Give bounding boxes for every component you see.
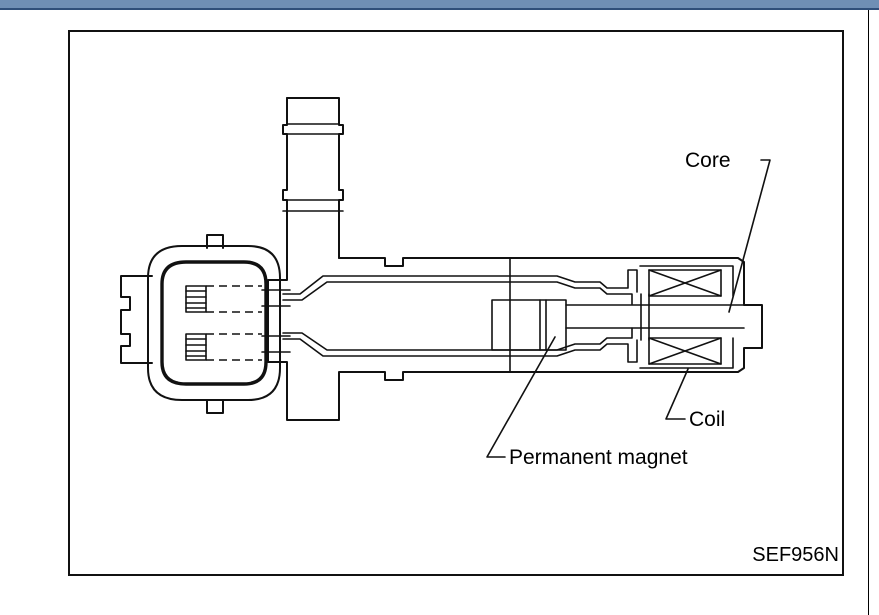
coil-label: Coil	[689, 408, 725, 431]
top-band	[0, 0, 879, 10]
right-rule	[868, 10, 869, 615]
figure-frame	[68, 30, 844, 576]
leader-lines	[486, 159, 771, 458]
figure-code: SEF956N	[752, 544, 839, 566]
core-label: Core	[685, 149, 731, 172]
coil-winding-icon	[639, 265, 734, 369]
connector-icon	[120, 234, 291, 414]
permanent-magnet-label: Permanent magnet	[509, 446, 688, 469]
sensor-housing-icon	[267, 97, 763, 421]
permanent-magnet-block	[491, 299, 567, 351]
